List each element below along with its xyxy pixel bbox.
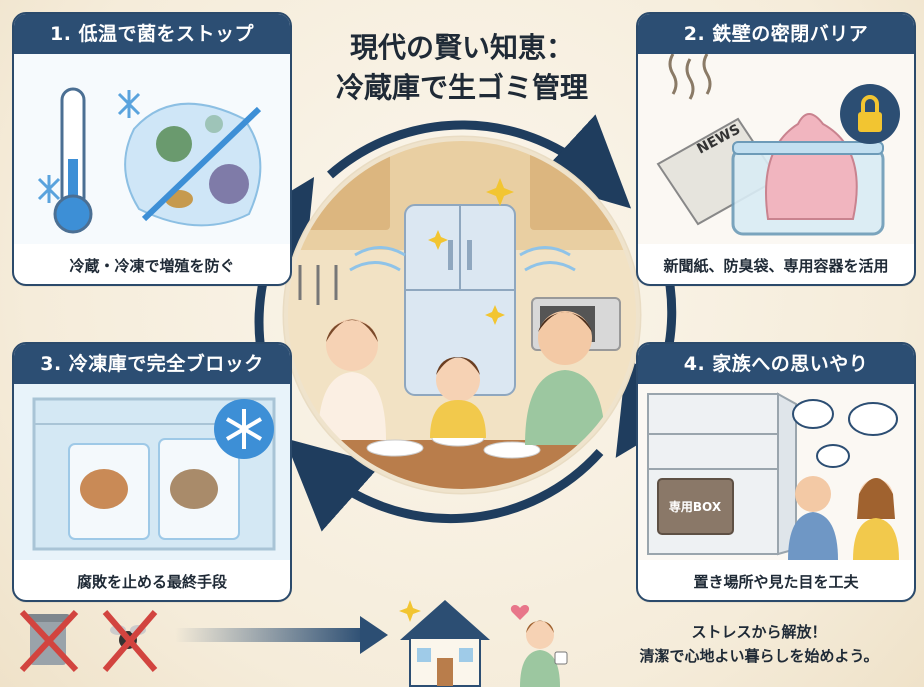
title-line-2: 冷蔵庫で生ゴミ管理	[335, 71, 588, 104]
house-illustration	[400, 600, 490, 687]
mother-figure	[318, 319, 386, 440]
crossed-trash-can-icon	[19, 609, 79, 673]
card-airtight-barrier: 2. 鉄壁の密閉バリア NEWS 新聞紙、防臭袋、専用容器を活用	[636, 12, 916, 286]
transition-arrow	[175, 616, 388, 654]
closing-message: ストレスから解放！ 清潔で心地よい暮らしを始めよう。	[604, 620, 914, 668]
sparkle-icons-bottom	[399, 600, 421, 622]
open-fridge-illustration: 専用BOX	[647, 392, 797, 556]
box-label: 専用BOX	[669, 499, 722, 514]
thermometer-icon	[53, 87, 93, 234]
card-4-caption: 置き場所や見た目を工夫	[693, 573, 859, 591]
sealed-container-illustration	[731, 113, 885, 236]
page-title: 現代の賢い知恵： 冷蔵庫で生ゴミ管理	[300, 28, 624, 108]
card-freezer-block: 3. 冷凍庫で完全ブロック 腐敗を止める最終手段	[12, 342, 292, 602]
card-3-caption: 腐敗を止める最終手段	[76, 573, 227, 591]
child-figure	[430, 357, 486, 438]
title-line-1: 現代の賢い知恵：	[349, 31, 574, 64]
crossed-fly-icon	[102, 610, 158, 672]
bottom-illustration	[19, 600, 568, 687]
cool-air-lines	[349, 246, 576, 272]
frozen-bacteria-illustration	[124, 102, 262, 227]
couple-figures	[788, 476, 899, 560]
card-4-heading: 4. 家族への思いやり	[638, 344, 914, 384]
odor-lines-icon	[668, 54, 712, 100]
card-low-temperature: 1. 低温で菌をストップ 冷蔵・冷凍で増殖を防ぐ	[12, 12, 292, 286]
closing-line-1: ストレスから解放！	[691, 623, 827, 641]
snowflake-badge-icon	[214, 399, 274, 459]
card-2-heading: 2. 鉄壁の密閉バリア	[638, 14, 914, 54]
card-family-consideration: 4. 家族への思いやり 専用BOX	[636, 342, 916, 602]
closing-line-2: 清潔で心地よい暮らしを始めよう。	[639, 647, 879, 665]
card-3-heading: 3. 冷凍庫で完全ブロック	[14, 344, 290, 384]
refrigerator-illustration	[404, 204, 516, 396]
card-1-heading: 1. 低温で菌をストップ	[14, 14, 290, 54]
lock-icon	[840, 84, 900, 144]
heart-icons	[510, 605, 530, 620]
card-2-caption: 新聞紙、防臭袋、専用容器を活用	[663, 257, 889, 275]
father-figure	[525, 311, 605, 445]
card-1-caption: 冷蔵・冷凍で増殖を防ぐ	[69, 257, 235, 275]
speech-bubble-icons	[792, 399, 898, 468]
snowflake-icon	[37, 90, 141, 203]
sparkle-icons	[428, 178, 514, 325]
woman-with-tea-illustration	[520, 620, 568, 687]
frozen-food-bags-illustration	[68, 438, 240, 540]
